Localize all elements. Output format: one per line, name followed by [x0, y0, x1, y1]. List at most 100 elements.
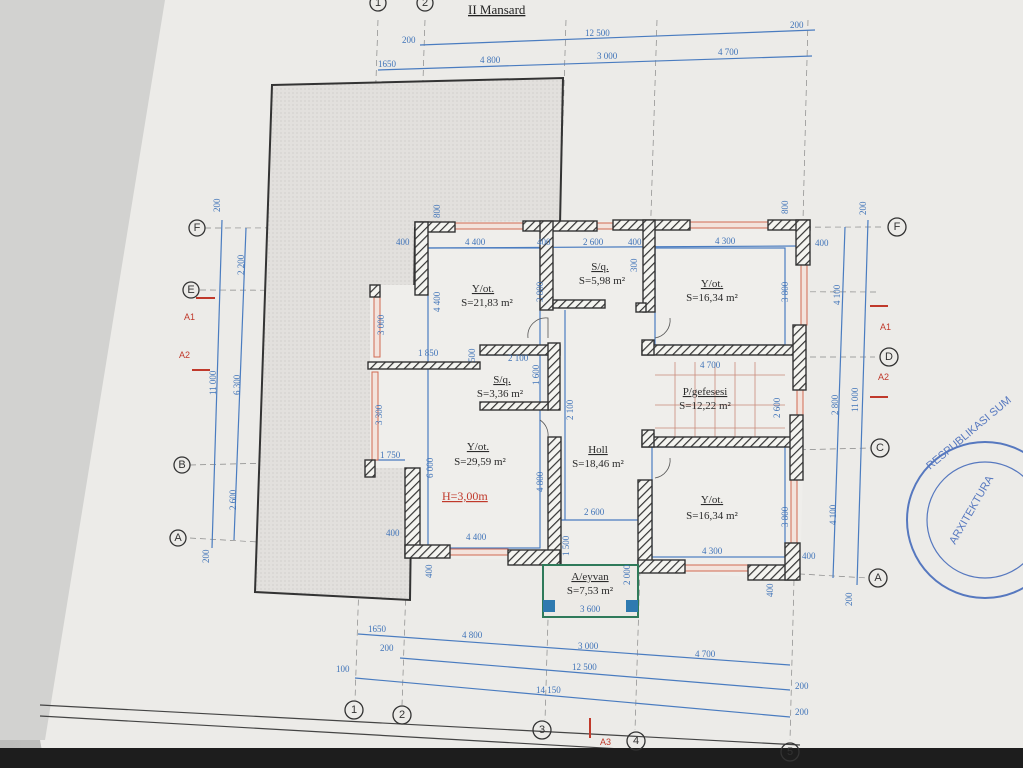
- staircase: [655, 362, 785, 437]
- svg-text:F: F: [194, 222, 201, 234]
- room-name: S/q.: [493, 374, 511, 386]
- svg-text:E: E: [187, 284, 194, 296]
- svg-text:200: 200: [402, 35, 416, 45]
- svg-text:200: 200: [795, 681, 809, 691]
- room-name: P/gefesesi: [683, 386, 728, 398]
- section-markers: A1 A2 A1 A2 A3: [179, 297, 891, 747]
- svg-text:1650: 1650: [368, 624, 387, 634]
- inner-dimension-texts: 400 4 400 400 2 600 400 4 300 400 800 80…: [374, 200, 829, 614]
- svg-text:800: 800: [432, 204, 442, 218]
- sheet-title-backing: [462, 1, 552, 18]
- svg-text:4 800: 4 800: [462, 630, 483, 640]
- svg-text:800: 800: [780, 200, 790, 214]
- axis-bubble: 2: [392, 705, 412, 725]
- svg-text:1 750: 1 750: [380, 450, 401, 460]
- svg-text:200: 200: [380, 643, 394, 653]
- svg-text:4 700: 4 700: [695, 649, 716, 659]
- svg-text:400: 400: [802, 551, 816, 561]
- svg-text:2 600: 2 600: [228, 489, 238, 510]
- room-area: S=5,98 m²: [579, 275, 626, 287]
- table-bottom: [0, 748, 1023, 768]
- axis-bubble: 3: [532, 720, 552, 740]
- svg-text:4 100: 4 100: [828, 504, 838, 525]
- svg-text:3 800: 3 800: [780, 506, 790, 527]
- svg-text:300: 300: [629, 258, 639, 272]
- svg-text:200: 200: [790, 20, 804, 30]
- svg-text:F: F: [894, 221, 901, 233]
- room-area: S=12,22 m²: [679, 400, 731, 412]
- svg-text:A: A: [174, 532, 182, 544]
- axis-bubble: 4: [626, 731, 646, 751]
- svg-text:400: 400: [765, 583, 775, 597]
- svg-text:4 100: 4 100: [832, 284, 842, 305]
- room-name: S/q.: [591, 261, 609, 273]
- dimension-bottom: 1650 4 800 3 000 4 700 200 12 500 100 14…: [336, 624, 809, 718]
- svg-text:2 600: 2 600: [583, 237, 604, 247]
- svg-text:400: 400: [628, 237, 642, 247]
- svg-text:2 800: 2 800: [830, 394, 840, 415]
- svg-text:1 850: 1 850: [418, 348, 439, 358]
- svg-text:A: A: [874, 572, 882, 584]
- axis-bubble: D: [879, 347, 899, 367]
- svg-text:200: 200: [844, 592, 854, 606]
- svg-text:5: 5: [787, 746, 793, 758]
- svg-text:4 400: 4 400: [432, 291, 442, 312]
- svg-text:11 000: 11 000: [850, 387, 860, 412]
- svg-text:3 000: 3 000: [578, 641, 599, 651]
- svg-text:D: D: [885, 351, 893, 363]
- room-name: Holl: [588, 444, 608, 456]
- svg-text:200: 200: [212, 198, 222, 212]
- svg-text:4: 4: [633, 735, 639, 747]
- svg-text:2 600: 2 600: [584, 507, 605, 517]
- svg-text:2 000: 2 000: [622, 564, 632, 585]
- svg-text:3: 3: [539, 724, 545, 736]
- axis-bubble: 1: [344, 700, 364, 720]
- svg-text:4 800: 4 800: [535, 471, 545, 492]
- svg-text:3 800: 3 800: [535, 281, 545, 302]
- svg-text:12 500: 12 500: [572, 662, 597, 672]
- svg-text:A3: A3: [600, 737, 611, 747]
- axis-bubble: 1: [369, 0, 387, 12]
- dimension-left: 200 2 200 6 300 11 000 2 600 200: [201, 198, 247, 563]
- svg-text:14 150: 14 150: [536, 685, 561, 695]
- axis-bubble: 2: [416, 0, 434, 12]
- dimension-right: 200 4 100 2 800 11 000 4 100 200: [828, 201, 869, 606]
- axis-bubble: A: [169, 529, 187, 547]
- room-area: S=7,53 m²: [567, 585, 614, 597]
- svg-text:3 300: 3 300: [374, 404, 384, 425]
- balcony: [542, 564, 639, 618]
- paper-underlay: [0, 0, 165, 740]
- svg-text:C: C: [876, 442, 884, 454]
- svg-text:2: 2: [399, 709, 405, 721]
- svg-text:2 100: 2 100: [565, 399, 575, 420]
- svg-text:200: 200: [858, 201, 868, 215]
- room-area: S=21,83 m²: [461, 297, 513, 309]
- svg-text:400: 400: [396, 237, 410, 247]
- room-area: S=18,46 m²: [572, 458, 624, 470]
- svg-text:A1: A1: [184, 312, 195, 322]
- svg-text:4 300: 4 300: [715, 236, 736, 246]
- axis-bubble: C: [870, 438, 890, 458]
- room-area: S=16,34 m²: [686, 292, 738, 304]
- axis-bubble: A: [868, 568, 888, 588]
- height-note: H=3,00m: [442, 489, 488, 503]
- svg-text:400: 400: [424, 564, 434, 578]
- building-floor: [370, 220, 810, 580]
- room-labels: Y/ot. S=21,83 m² S/q. S=5,98 m² Y/ot. S=…: [442, 261, 739, 597]
- svg-text:4 400: 4 400: [465, 237, 486, 247]
- svg-text:A2: A2: [878, 372, 889, 382]
- svg-text:2: 2: [422, 0, 428, 9]
- room-area: S=3,36 m²: [477, 388, 524, 400]
- svg-text:A1: A1: [880, 322, 891, 332]
- svg-text:400: 400: [386, 528, 400, 538]
- frame-line: [39, 704, 801, 746]
- svg-text:1: 1: [351, 704, 357, 716]
- svg-text:3 000: 3 000: [597, 51, 618, 61]
- svg-text:400: 400: [815, 238, 829, 248]
- svg-text:200: 200: [795, 707, 809, 717]
- room-name: Y/ot.: [701, 494, 724, 506]
- room-area: S=16,34 m²: [686, 510, 738, 522]
- svg-text:4 800: 4 800: [480, 55, 501, 65]
- svg-text:B: B: [178, 459, 185, 471]
